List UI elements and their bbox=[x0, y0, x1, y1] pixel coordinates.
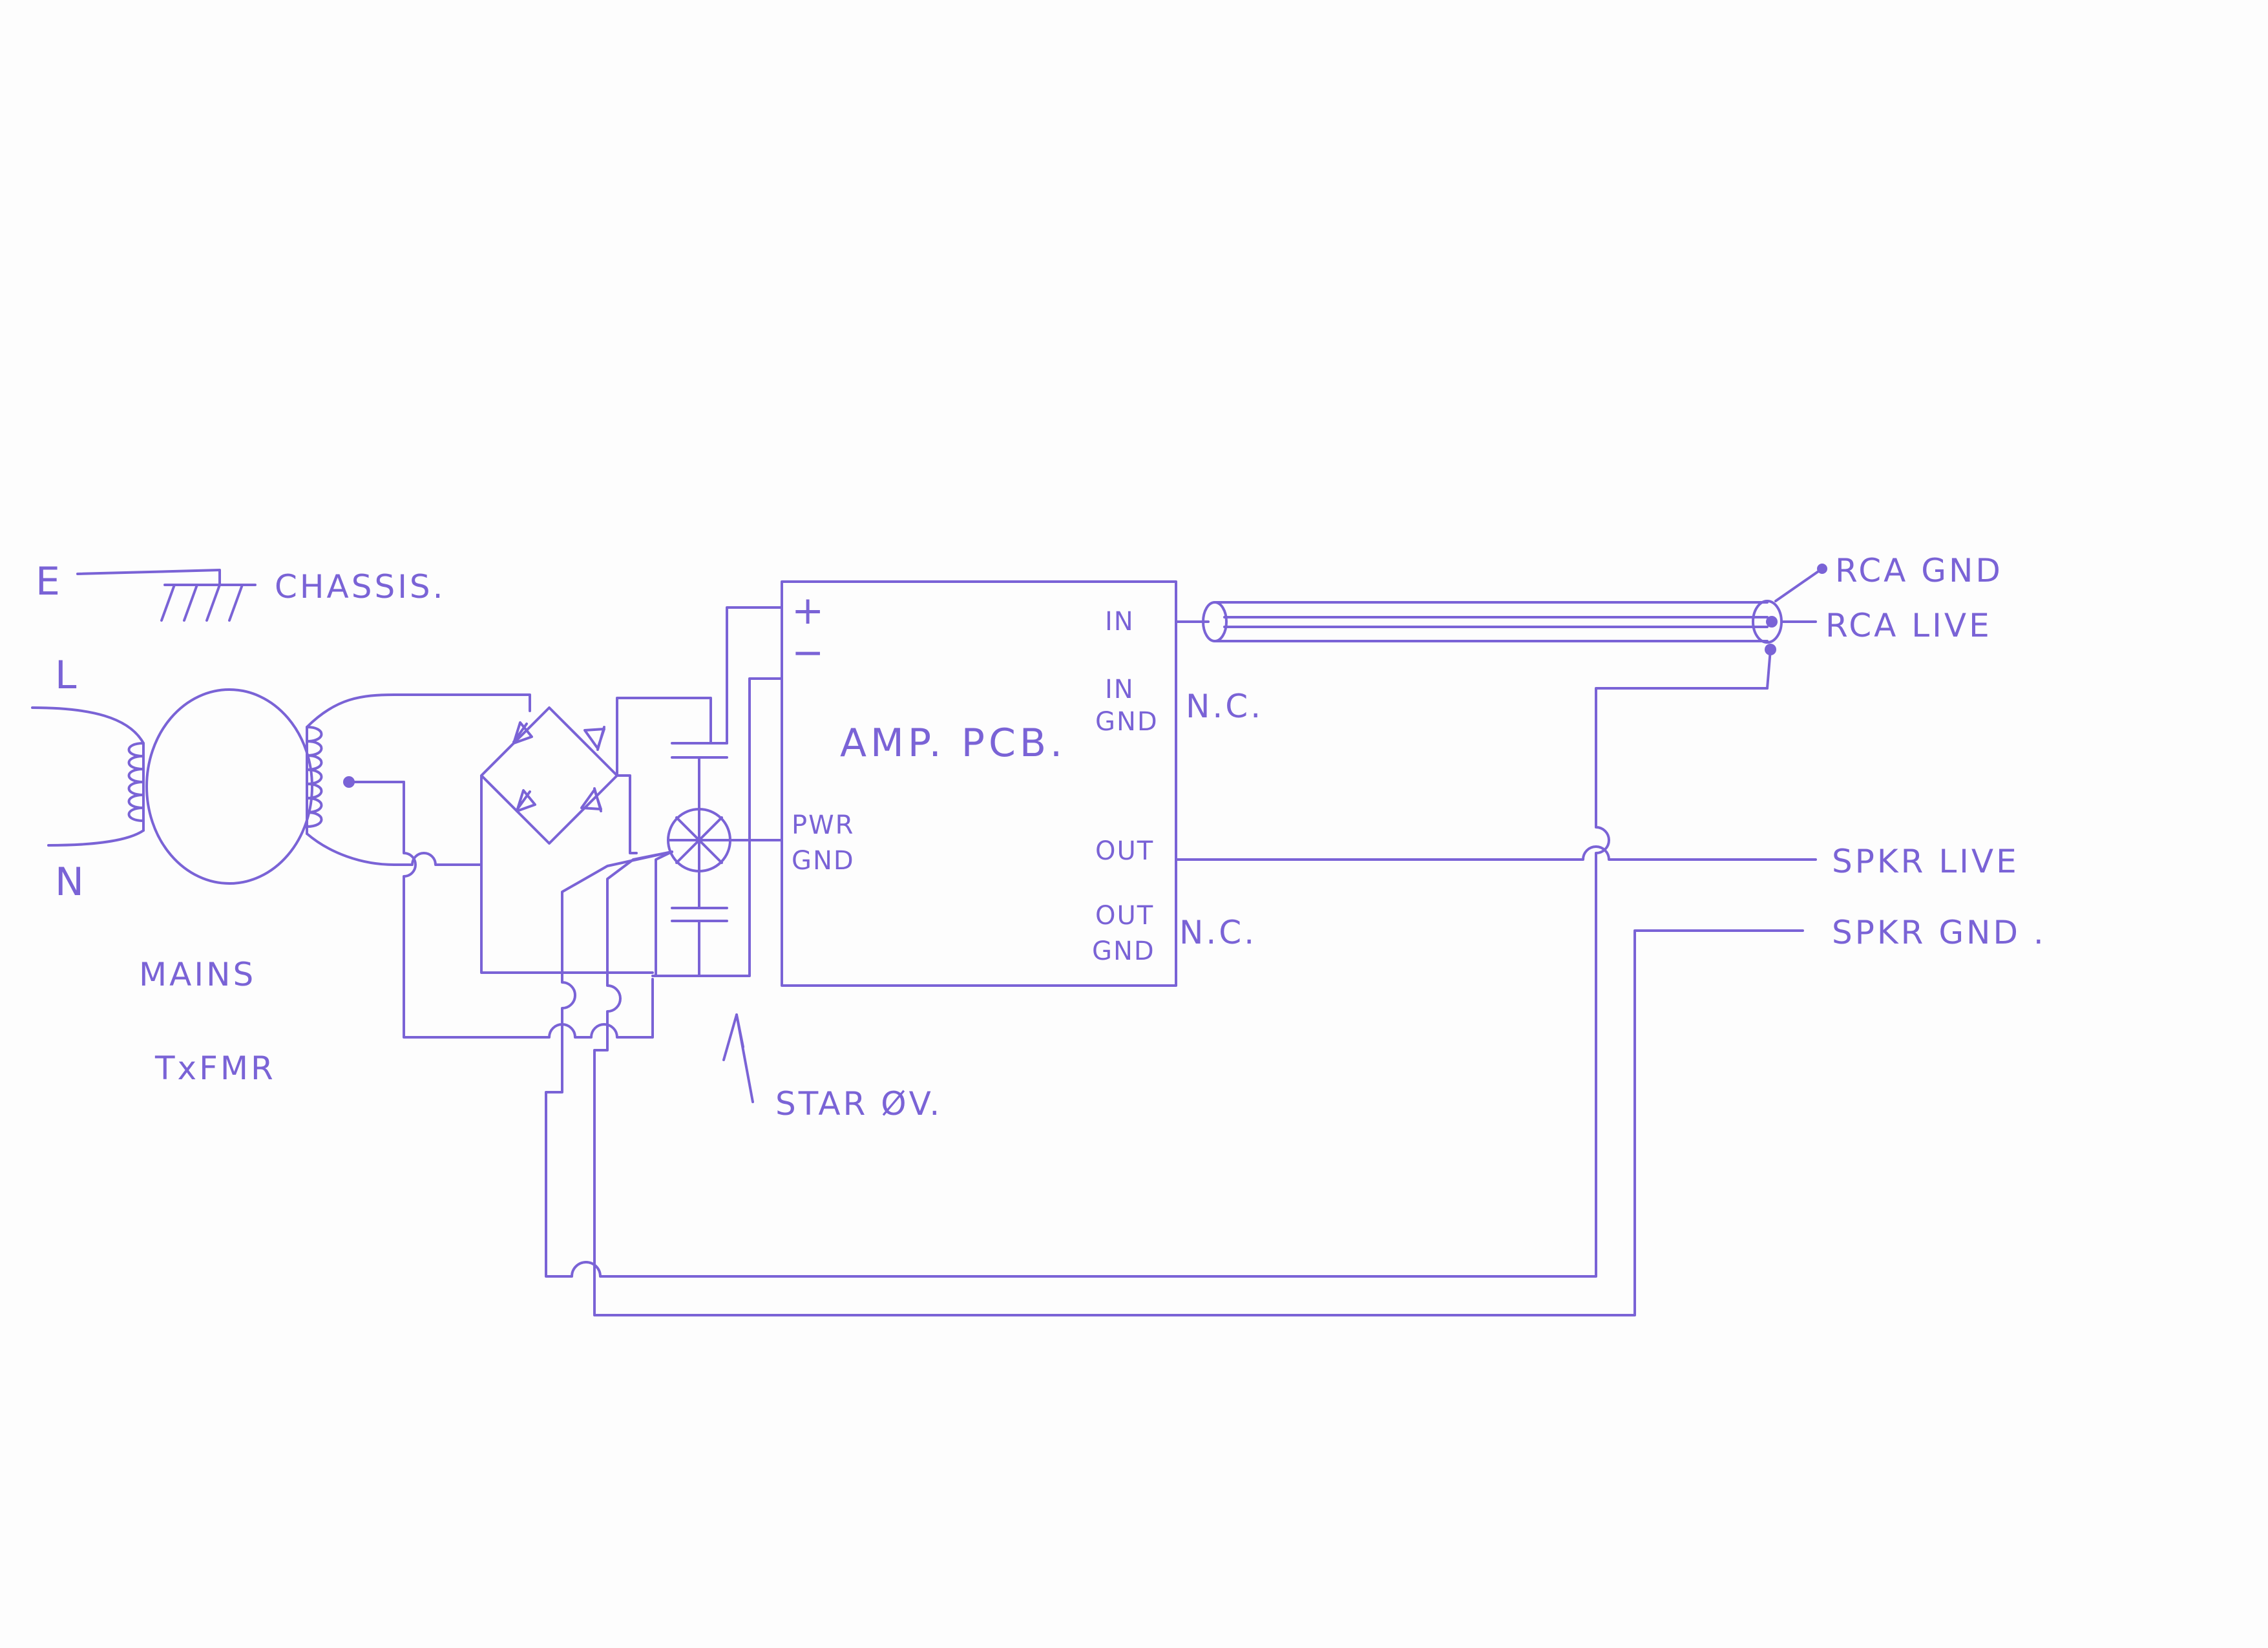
in-gnd-label-2: GND bbox=[1095, 707, 1159, 737]
spkr-live-wire bbox=[1175, 845, 1817, 861]
capacitor-icon bbox=[651, 742, 751, 977]
minus-rail-wire bbox=[748, 677, 783, 913]
out-label: OUT bbox=[1095, 836, 1154, 866]
txfmr-label: TxFMR bbox=[154, 1050, 276, 1087]
plus-label: + bbox=[792, 588, 828, 633]
star-arrow bbox=[722, 1013, 754, 1103]
pwr-gnd-label-1: PWR bbox=[792, 810, 854, 840]
chassis-label: CHASSIS. bbox=[275, 568, 446, 606]
live-label: L bbox=[55, 653, 80, 698]
out-gnd-label-1: OUT bbox=[1095, 901, 1154, 931]
amp-pcb-label: AMP. PCB. bbox=[840, 721, 1066, 766]
plus-rail-wire bbox=[726, 606, 783, 745]
centre-tap-wire bbox=[403, 781, 654, 1039]
input-shielded-cable bbox=[1175, 601, 1769, 642]
out-nc-label: N.C. bbox=[1179, 914, 1257, 951]
neutral-label: N bbox=[55, 860, 88, 905]
chassis-ground-icon bbox=[160, 584, 257, 622]
rca-gnd-label: RCA GND bbox=[1835, 552, 2003, 589]
earth-wire bbox=[76, 569, 221, 586]
out-gnd-label-2: GND bbox=[1092, 936, 1155, 966]
amp-pcb-board: + − AMP. PCB. IN IN GND PWR GND OUT OUT … bbox=[781, 580, 1177, 987]
rca-jack-icon bbox=[1752, 564, 1827, 690]
star-to-rca-gnd-wire bbox=[545, 687, 1769, 1278]
chassis-ground-group: E CHASSIS. bbox=[36, 559, 446, 622]
in-nc-label: N.C. bbox=[1186, 688, 1263, 725]
pwr-gnd-label-2: GND bbox=[792, 846, 855, 876]
rca-live-label: RCA LIVE bbox=[1825, 607, 1992, 644]
rectifier-minus-wire bbox=[616, 774, 638, 854]
star-to-spkr-gnd-wire bbox=[593, 850, 1804, 1316]
rectifier-plus-wire bbox=[616, 697, 712, 777]
secondary-bottom-wire bbox=[393, 852, 483, 866]
transformer-icon: L N MAINS TxFMR bbox=[31, 653, 405, 1087]
in-label: IN bbox=[1105, 607, 1135, 637]
spkr-gnd-label: SPKR GND . bbox=[1832, 914, 2046, 951]
secondary-top-wire bbox=[393, 693, 531, 712]
star-ground-icon bbox=[545, 687, 1804, 1316]
earth-label: E bbox=[36, 559, 64, 604]
star-to-rectifier-wire bbox=[655, 850, 673, 977]
minus-label: − bbox=[792, 630, 828, 675]
bridge-rectifier-icon bbox=[480, 706, 654, 974]
mains-label: MAINS bbox=[139, 956, 256, 993]
spkr-live-label: SPKR LIVE bbox=[1832, 843, 2019, 880]
star-label: STAR ØV. bbox=[775, 1085, 942, 1123]
in-gnd-label-1: IN bbox=[1105, 675, 1135, 704]
